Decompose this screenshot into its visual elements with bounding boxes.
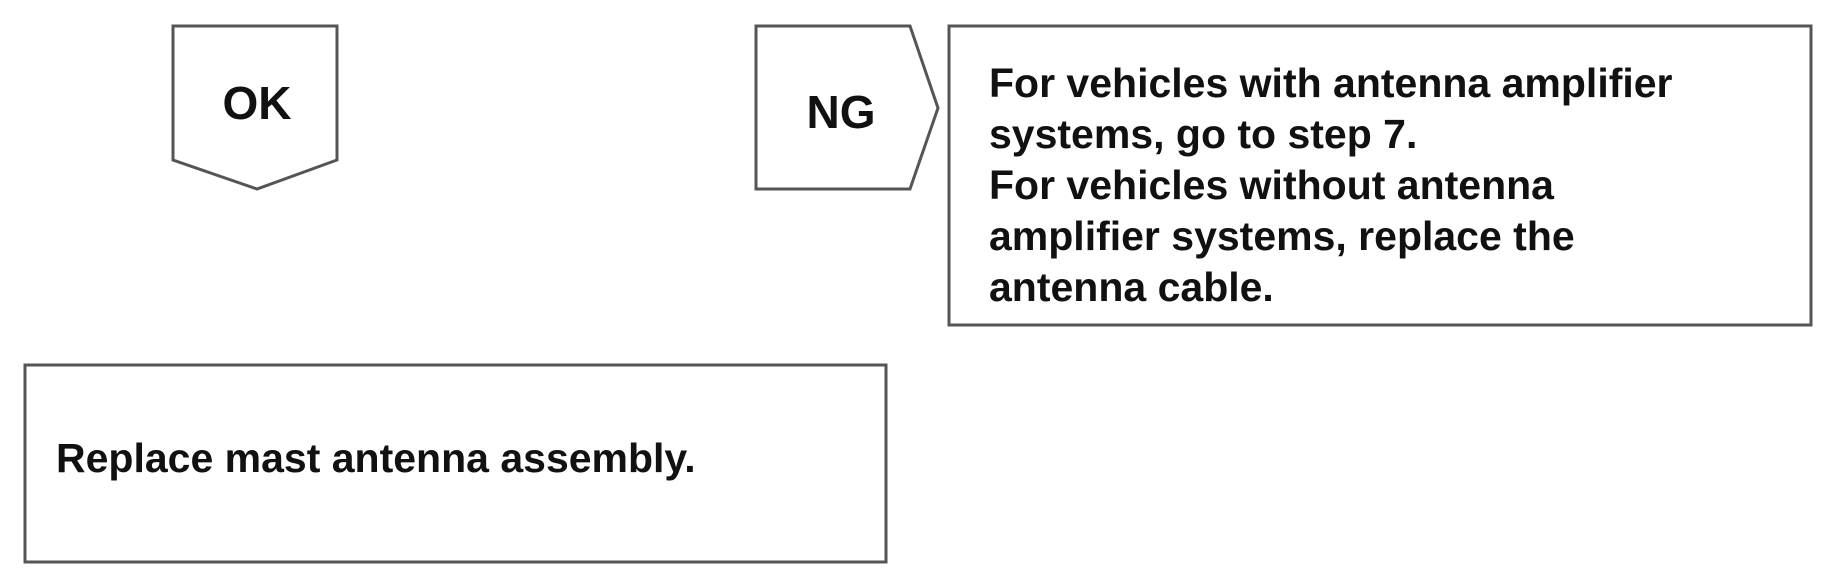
ng-action-text: For vehicles with antenna amplifier syst… <box>989 58 1789 313</box>
ok-action-box <box>23 363 888 564</box>
ng-action-line: antenna cable. <box>989 264 1274 310</box>
ng-label: NG <box>806 86 876 138</box>
ng-right-arrow-tag <box>754 24 940 191</box>
ok-label: OK <box>222 77 292 129</box>
ng-action-box <box>947 24 1813 327</box>
ok-down-arrow-tag <box>171 24 339 191</box>
ng-action-line: systems, go to step 7. <box>989 111 1418 157</box>
ng-action-line: For vehicles without antenna <box>989 162 1554 208</box>
ng-action-line: amplifier systems, replace the <box>989 213 1575 259</box>
ok-action-text: Replace mast antenna assembly. <box>56 435 696 481</box>
ng-action-line: For vehicles with antenna amplifier <box>989 60 1673 106</box>
